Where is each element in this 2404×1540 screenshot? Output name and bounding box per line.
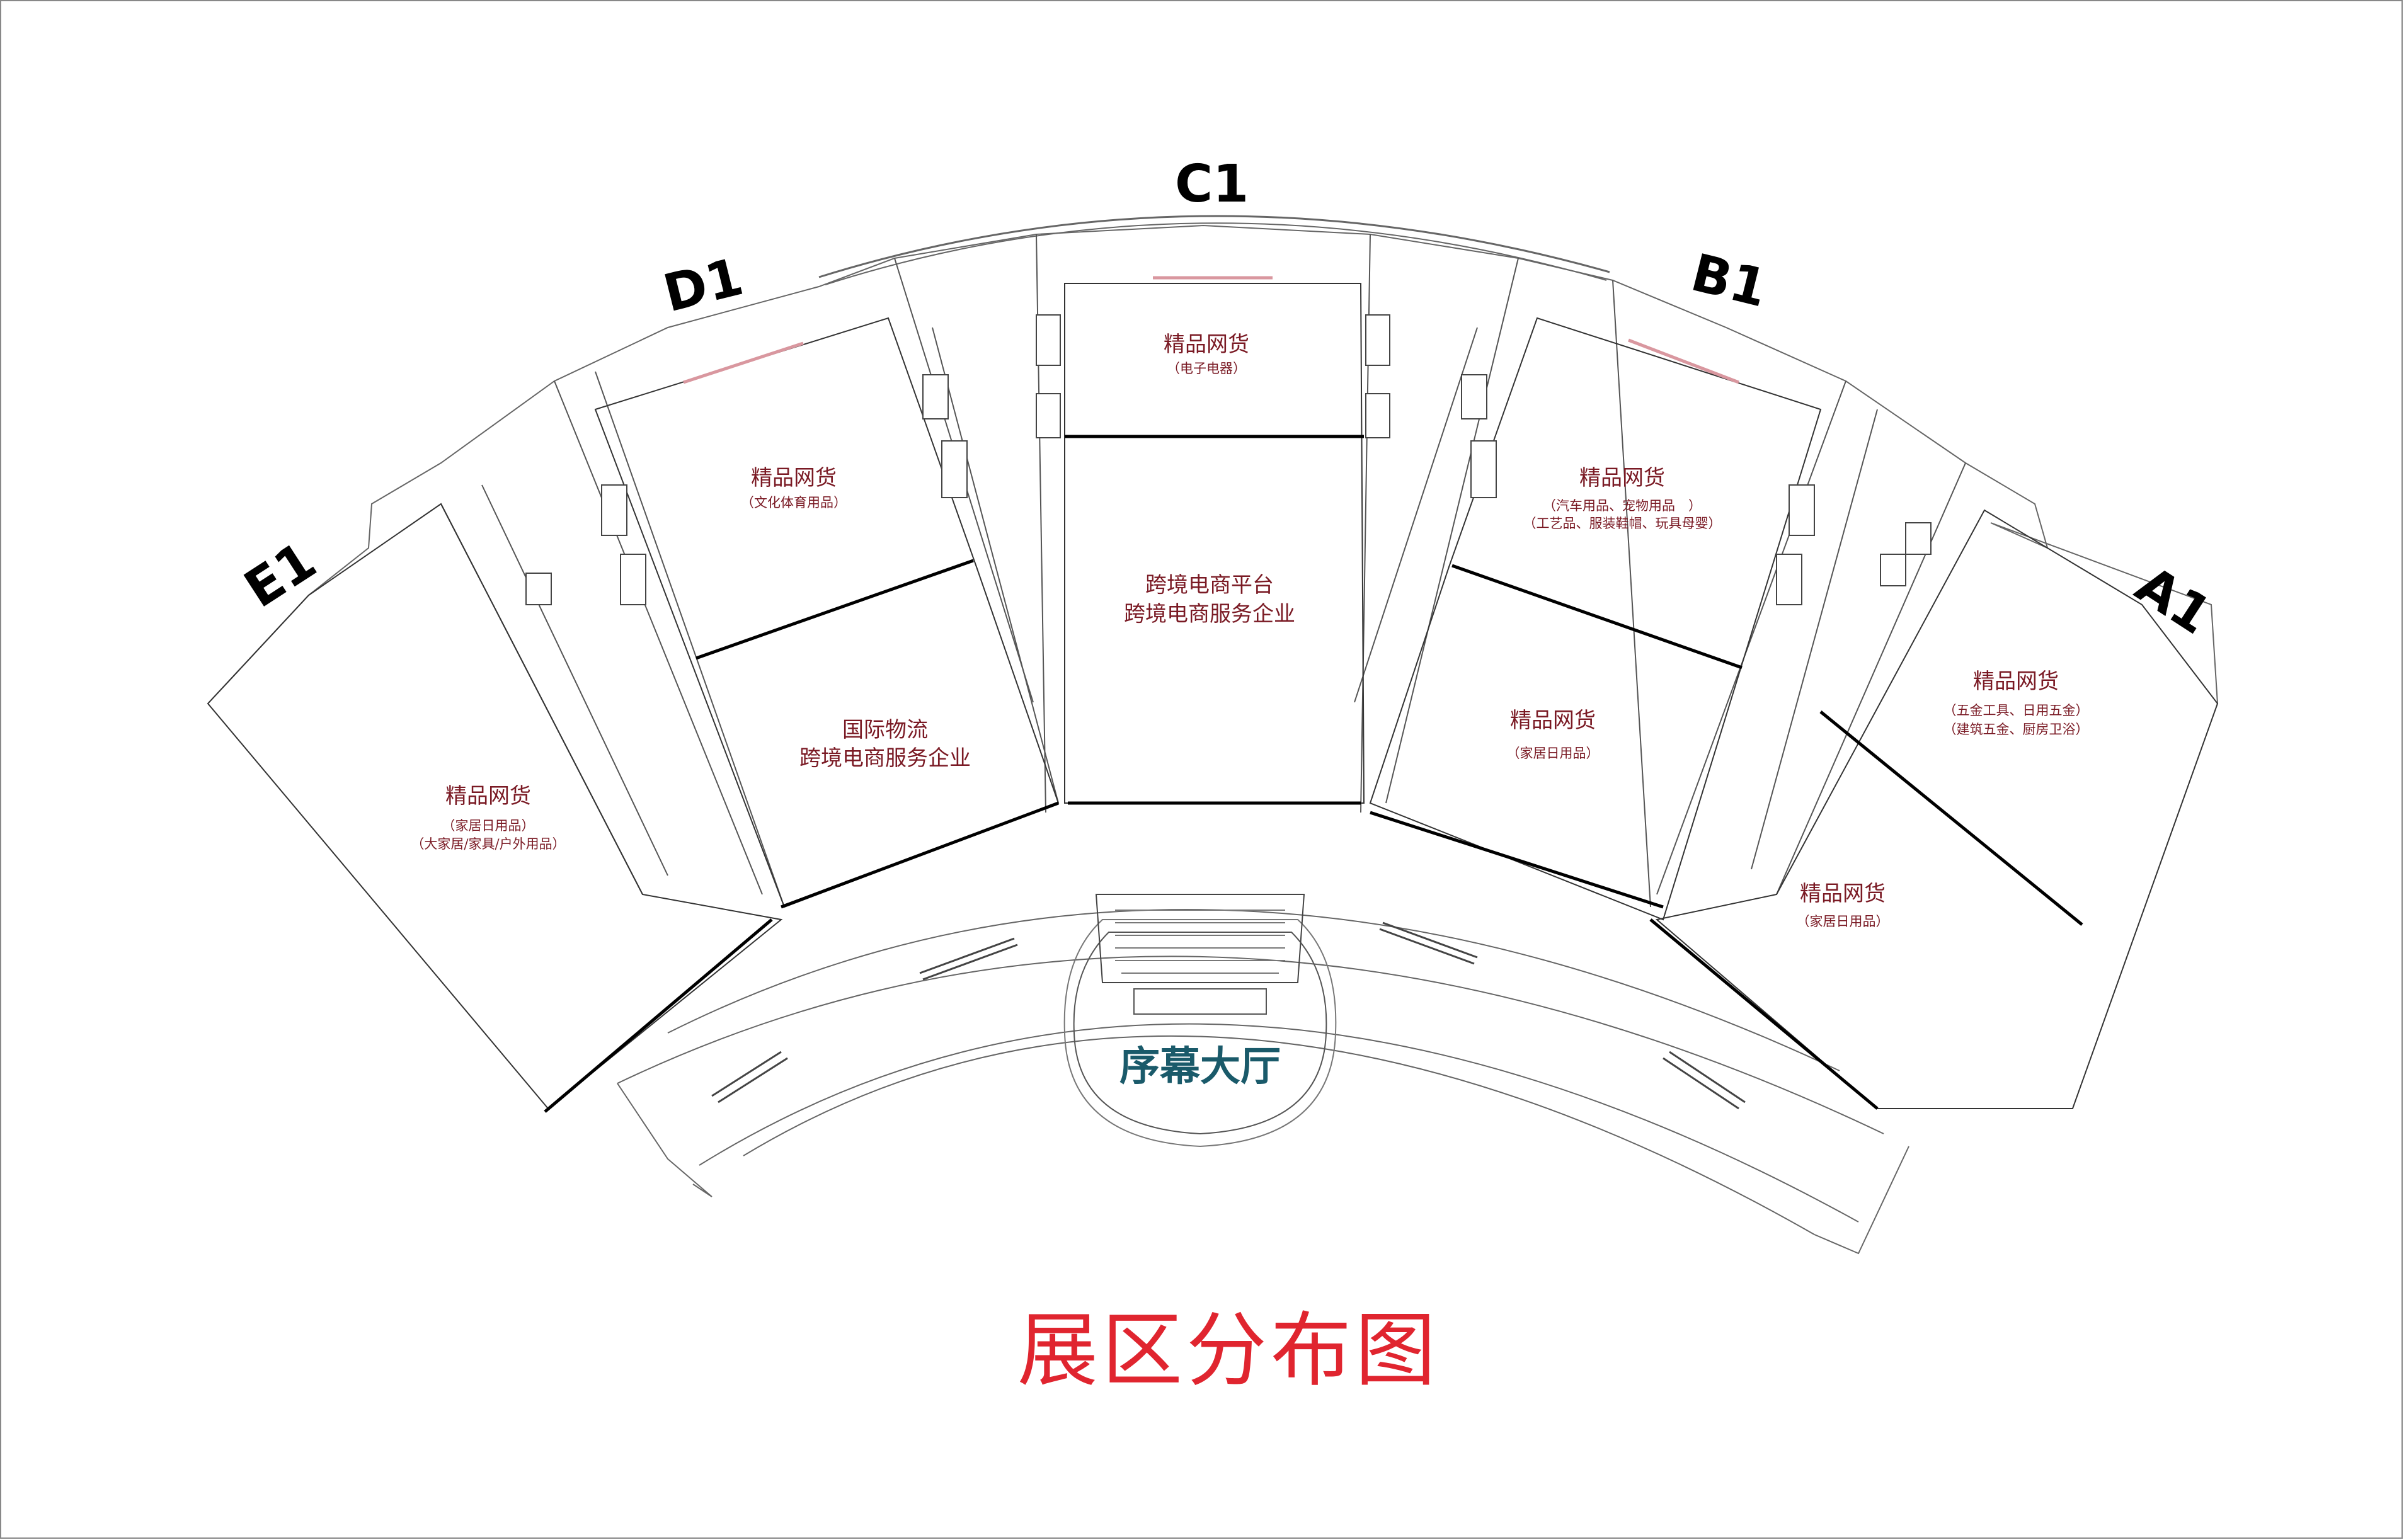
corridor-escalators [711, 921, 1746, 1110]
hall-e1-sub-2: （大家居/家具/户外用品） [411, 836, 565, 852]
zone-label-d1: D1 [658, 247, 748, 324]
zone-label-a1: A1 [2126, 555, 2222, 646]
hall-c1-upper-title: 精品网货 [1164, 332, 1249, 357]
hall-d1-upper-sub: （文化体育用品） [741, 495, 847, 510]
hall-b1-outline [1369, 317, 1822, 921]
hall-a1-lower-title: 精品网货 [1800, 881, 1886, 906]
page-title: 展区分布图 [1017, 1304, 1440, 1398]
hall-a1-outline [1655, 509, 2219, 1109]
hall-c1-outline [1064, 283, 1365, 804]
zone-label-e1: E1 [234, 530, 327, 619]
partition-walls [544, 435, 2083, 1113]
hall-d1-lower-title: 国际物流 [842, 717, 928, 743]
hall-outlines [207, 283, 2219, 1110]
hall-d1-lower-sub: 跨境电商服务企业 [799, 746, 971, 771]
hall-d1-outline [594, 317, 1060, 908]
building-outline [207, 215, 2218, 1255]
window-strips [683, 276, 1739, 384]
lobby [1063, 894, 1337, 1148]
hall-c1-lower-title: 跨境电商平台 [1145, 573, 1274, 598]
hall-b1-lower-title: 精品网货 [1510, 708, 1596, 733]
hall-d1-upper-title: 精品网货 [751, 465, 837, 491]
hall-labels: 精品网货 （家居日用品） （大家居/家具/户外用品） 精品网货 （文化体育用品）… [411, 332, 2088, 929]
hall-a1-lower-sub: （家居日用品） [1797, 914, 1889, 929]
hall-b1-upper-title: 精品网货 [1579, 465, 1665, 491]
hall-b1-upper-sub-2: （工艺品、服装鞋帽、玩具母婴） [1523, 516, 1722, 531]
hall-e1-title: 精品网货 [445, 784, 531, 809]
zone-label-c1: C1 [1175, 154, 1249, 214]
hall-b1-lower-sub: （家居日用品） [1507, 746, 1600, 761]
hall-a1-upper-sub-2: （建筑五金、厨房卫浴） [1943, 722, 2089, 737]
hall-c1-lower-sub: 跨境电商服务企业 [1124, 602, 1295, 627]
hall-a1-upper-title: 精品网货 [1973, 669, 2059, 694]
seating-rows [1115, 910, 1285, 974]
hall-c1-upper-sub: （电子电器） [1167, 361, 1246, 376]
stair-blocks [525, 314, 1932, 605]
hall-b1-upper-sub-1: （汽车用品、宠物用品 ） [1543, 498, 1702, 513]
zone-label-b1: B1 [1685, 243, 1773, 319]
hall-e1-sub-1: （家居日用品） [442, 818, 535, 833]
lobby-label: 序幕大厅 [1119, 1044, 1281, 1090]
hall-a1-upper-sub-1: （五金工具、日用五金） [1943, 703, 2089, 718]
